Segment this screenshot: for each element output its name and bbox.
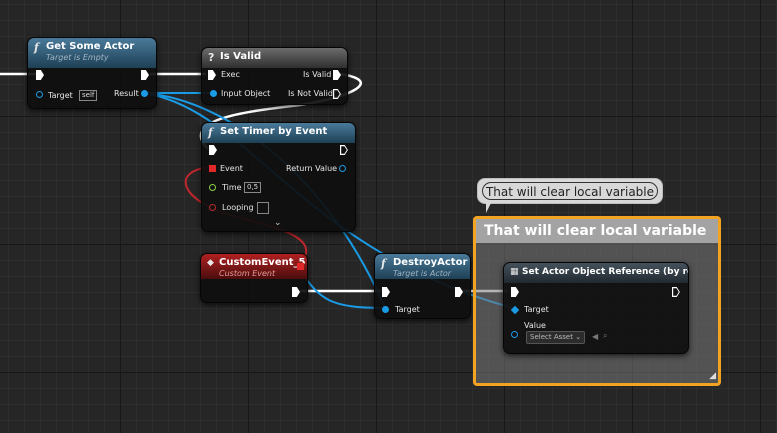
time-value-field[interactable]: 0,5	[244, 182, 262, 193]
object-wire-custom-destroy	[299, 269, 386, 309]
resize-grip-icon[interactable]: ◢	[709, 371, 716, 381]
comment-bubble[interactable]: That will clear local variable	[477, 178, 663, 204]
exec-in-pin[interactable]	[209, 145, 217, 155]
comment-bubble-tail	[486, 203, 491, 213]
node-title: Set Timer by Event	[220, 126, 328, 137]
exec-out-pin[interactable]	[340, 145, 348, 155]
node-header: ? Is Valid	[202, 48, 347, 68]
chevron-down-icon: ⌄	[575, 333, 582, 341]
value-label: Value	[524, 321, 546, 330]
is-not-valid-label: Is Not Valid	[288, 89, 333, 98]
input-object-label: Input Object	[221, 89, 271, 98]
node-header: f DestroyActor Target is Actor	[375, 254, 470, 279]
use-selected-icon[interactable]: ◀	[592, 332, 599, 341]
time-pin[interactable]	[209, 184, 216, 191]
target-pin[interactable]	[36, 91, 43, 98]
is-valid-label: Is Valid	[303, 70, 332, 79]
event-icon: ◆	[207, 258, 214, 268]
node-is-valid[interactable]: ? Is Valid Exec Is Valid Input Object Is…	[201, 47, 348, 105]
looping-label: Looping	[222, 203, 254, 212]
result-label: Result	[114, 89, 139, 98]
looping-checkbox[interactable]	[257, 202, 269, 214]
exec-in-pin[interactable]	[511, 287, 519, 297]
exec-out-pin[interactable]	[672, 287, 680, 297]
delegate-out-pin[interactable]	[297, 263, 304, 270]
variable-icon: ▦	[510, 267, 519, 277]
node-subtitle: Target is Actor	[393, 269, 452, 278]
macro-icon: ?	[208, 51, 215, 64]
exec-in-pin[interactable]	[208, 70, 216, 80]
node-title: Set Actor Object Reference (by ref)	[522, 267, 689, 277]
exec-in-pin[interactable]	[36, 70, 44, 80]
target-label: Target	[524, 305, 549, 314]
event-pin[interactable]	[209, 165, 216, 172]
browse-icon[interactable]: ⌕	[603, 331, 608, 340]
time-label: Time	[222, 183, 242, 192]
node-header: ▦ Set Actor Object Reference (by ref)	[504, 263, 688, 283]
comment-bubble-text: That will clear local variable	[482, 182, 658, 200]
target-label: Target	[48, 91, 73, 100]
function-icon: f	[208, 126, 213, 139]
target-value[interactable]: self	[79, 90, 98, 101]
return-value-label: Return Value	[286, 164, 338, 173]
node-header: f Set Timer by Event	[202, 123, 355, 143]
exec-label: Exec	[221, 70, 240, 79]
node-subtitle: Custom Event	[219, 269, 276, 278]
node-set-actor-object-reference[interactable]: ▦ Set Actor Object Reference (by ref) Ta…	[503, 262, 689, 354]
node-header: ◆ CustomEvent_5 Custom Event	[201, 254, 307, 279]
comment-title[interactable]: That will clear local variable	[476, 219, 718, 243]
is-not-valid-exec-pin[interactable]	[333, 89, 341, 99]
event-label: Event	[220, 164, 243, 173]
node-destroy-actor[interactable]: f DestroyActor Target is Actor Target	[374, 253, 471, 319]
exec-out-pin[interactable]	[455, 287, 463, 297]
node-title: Is Valid	[220, 51, 262, 62]
exec-in-pin[interactable]	[382, 287, 390, 297]
node-subtitle: Target is Empty	[46, 53, 109, 62]
function-icon: f	[381, 257, 386, 270]
looping-pin[interactable]	[209, 204, 216, 211]
select-asset-dropdown[interactable]: Select Asset ⌄	[526, 331, 586, 344]
is-valid-exec-pin[interactable]	[333, 70, 341, 80]
target-label: Target	[395, 305, 420, 314]
node-title: DestroyActor	[393, 257, 468, 268]
node-title: Get Some Actor	[46, 41, 135, 52]
function-icon: f	[34, 41, 39, 54]
target-pin[interactable]	[382, 306, 389, 313]
exec-out-pin[interactable]	[292, 287, 300, 297]
node-set-timer-by-event[interactable]: f Set Timer by Event Event Return Value …	[201, 122, 356, 232]
node-header: f Get Some Actor Target is Empty	[28, 38, 156, 68]
input-object-pin[interactable]	[210, 90, 217, 97]
value-pin[interactable]	[511, 331, 518, 338]
node-custom-event[interactable]: ◆ CustomEvent_5 Custom Event	[200, 253, 308, 303]
result-pin[interactable]	[141, 90, 148, 97]
exec-out-pin[interactable]	[141, 70, 149, 80]
select-asset-label: Select Asset	[530, 333, 573, 341]
target-pin[interactable]	[510, 305, 520, 315]
node-get-some-actor[interactable]: f Get Some Actor Target is Empty Target …	[27, 37, 157, 109]
node-title: CustomEvent_5	[219, 257, 306, 268]
return-value-pin[interactable]	[339, 165, 346, 172]
chevron-down-icon[interactable]: ⌄	[274, 218, 282, 228]
